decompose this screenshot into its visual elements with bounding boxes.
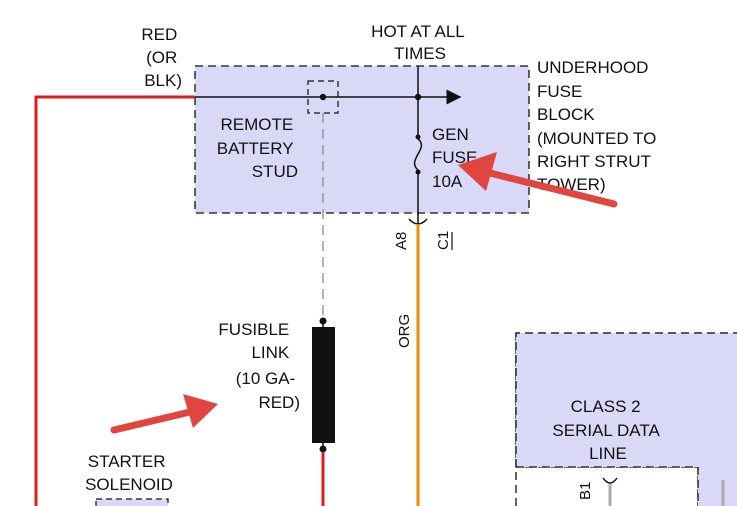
connector-a8-label: A8 — [393, 232, 410, 250]
red-or-blk-label: RED (OR BLK) — [141, 25, 182, 90]
underhood-fuse-block-label: UNDERHOOD FUSE BLOCK (MOUNTED TO RIGHT S… — [537, 58, 661, 194]
starter-solenoid-label: STARTER SOLENOID — [85, 452, 173, 494]
connector-b1-label: B1 — [577, 482, 594, 500]
hot-at-all-times-label: HOT AT ALL TIMES — [371, 22, 469, 63]
wire-org-label: ORG — [396, 314, 413, 348]
underhood-fuse-block-box — [194, 65, 530, 214]
gen-fuse-symbol — [413, 138, 423, 171]
red-wire-left — [34, 95, 195, 506]
remote-battery-stud-symbol — [307, 80, 339, 114]
fusible-link-label: FUSIBLE LINK (10 GA- RED) — [218, 320, 300, 412]
fusible-link-symbol — [312, 327, 335, 443]
starter-solenoid-box — [95, 498, 169, 506]
annotation-arrow-fuse — [458, 152, 618, 208]
connector-c1-label: C1 — [435, 231, 452, 250]
class2-serial-data-line-label: CLASS 2 SERIAL DATA LINE — [552, 397, 663, 463]
annotation-arrow-fusible-link — [110, 394, 218, 434]
remote-battery-stud-label: REMOTE BATTERY STUD — [217, 115, 298, 181]
gen-fuse-label: GEN FUSE 10A — [432, 125, 482, 191]
